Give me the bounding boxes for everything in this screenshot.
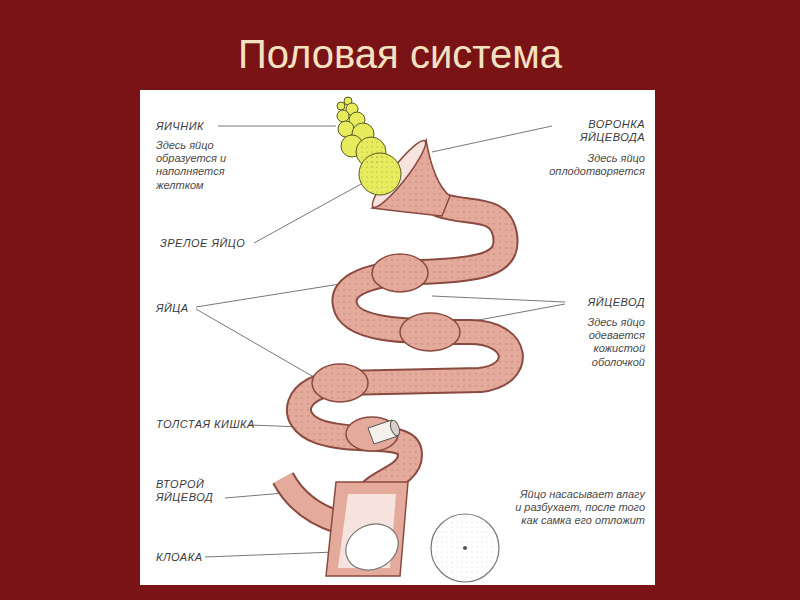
note: Яйцо насасывает влагу и разбухает, после… bbox=[515, 488, 645, 528]
part-name: ЯЙЦА bbox=[156, 302, 196, 315]
part-name: ТОЛСТАЯ КИШКА bbox=[156, 418, 256, 431]
part-name: ВТОРОЙ ЯЙЦЕВОД bbox=[156, 478, 226, 504]
second-oviduct bbox=[283, 478, 338, 522]
ovary bbox=[337, 97, 401, 195]
part-name: ВОРОНКА ЯЙЦЕВОДА bbox=[555, 118, 645, 144]
egg-bulges bbox=[400, 313, 460, 351]
ovary bbox=[337, 110, 349, 122]
egg-bulges bbox=[312, 364, 368, 402]
oviduct bbox=[299, 205, 511, 492]
note: Здесь яйцо оплодотворяется bbox=[530, 152, 645, 178]
egg-bulges-texture bbox=[312, 364, 368, 402]
oviduct bbox=[299, 205, 511, 492]
note: Здесь яйцо одевается кожистой оболочкой bbox=[545, 316, 645, 369]
laid-egg bbox=[463, 546, 467, 550]
leader-lines bbox=[432, 296, 565, 302]
egg-bulges-texture bbox=[372, 254, 428, 292]
large-intestine bbox=[389, 419, 402, 437]
large-intestine bbox=[368, 419, 401, 444]
second-oviduct bbox=[283, 478, 338, 522]
second-oviduct bbox=[283, 478, 338, 522]
laid-egg bbox=[431, 514, 499, 582]
egg-bulges bbox=[346, 417, 398, 451]
slide-title: Половая система bbox=[238, 30, 562, 78]
leader-lines bbox=[432, 126, 552, 152]
laid-egg bbox=[431, 514, 499, 582]
part-name: КЛОАКА bbox=[156, 551, 211, 564]
part-name: ЯЙЦЕВОД bbox=[565, 296, 645, 309]
leader-lines bbox=[205, 552, 335, 557]
ovary-texture bbox=[356, 137, 401, 195]
laid-egg bbox=[338, 514, 499, 582]
ovary-texture bbox=[359, 153, 401, 195]
ovary bbox=[359, 153, 401, 195]
egg-bulges bbox=[372, 254, 428, 292]
egg-bulges-texture bbox=[312, 254, 460, 402]
part-name: ЗРЕЛОЕ ЯЙЦО bbox=[160, 237, 255, 250]
egg-bulges bbox=[312, 254, 460, 451]
leader-lines bbox=[254, 178, 372, 243]
note: Здесь яйцо образуется и наполняется желт… bbox=[156, 139, 268, 192]
egg-bulges-texture bbox=[400, 313, 460, 351]
laid-egg bbox=[338, 516, 406, 579]
oviduct bbox=[299, 205, 511, 492]
leader-lines bbox=[218, 126, 336, 127]
part-name: ЯИЧНИК bbox=[156, 120, 218, 133]
oviduct bbox=[299, 205, 511, 492]
ovary bbox=[337, 102, 345, 110]
